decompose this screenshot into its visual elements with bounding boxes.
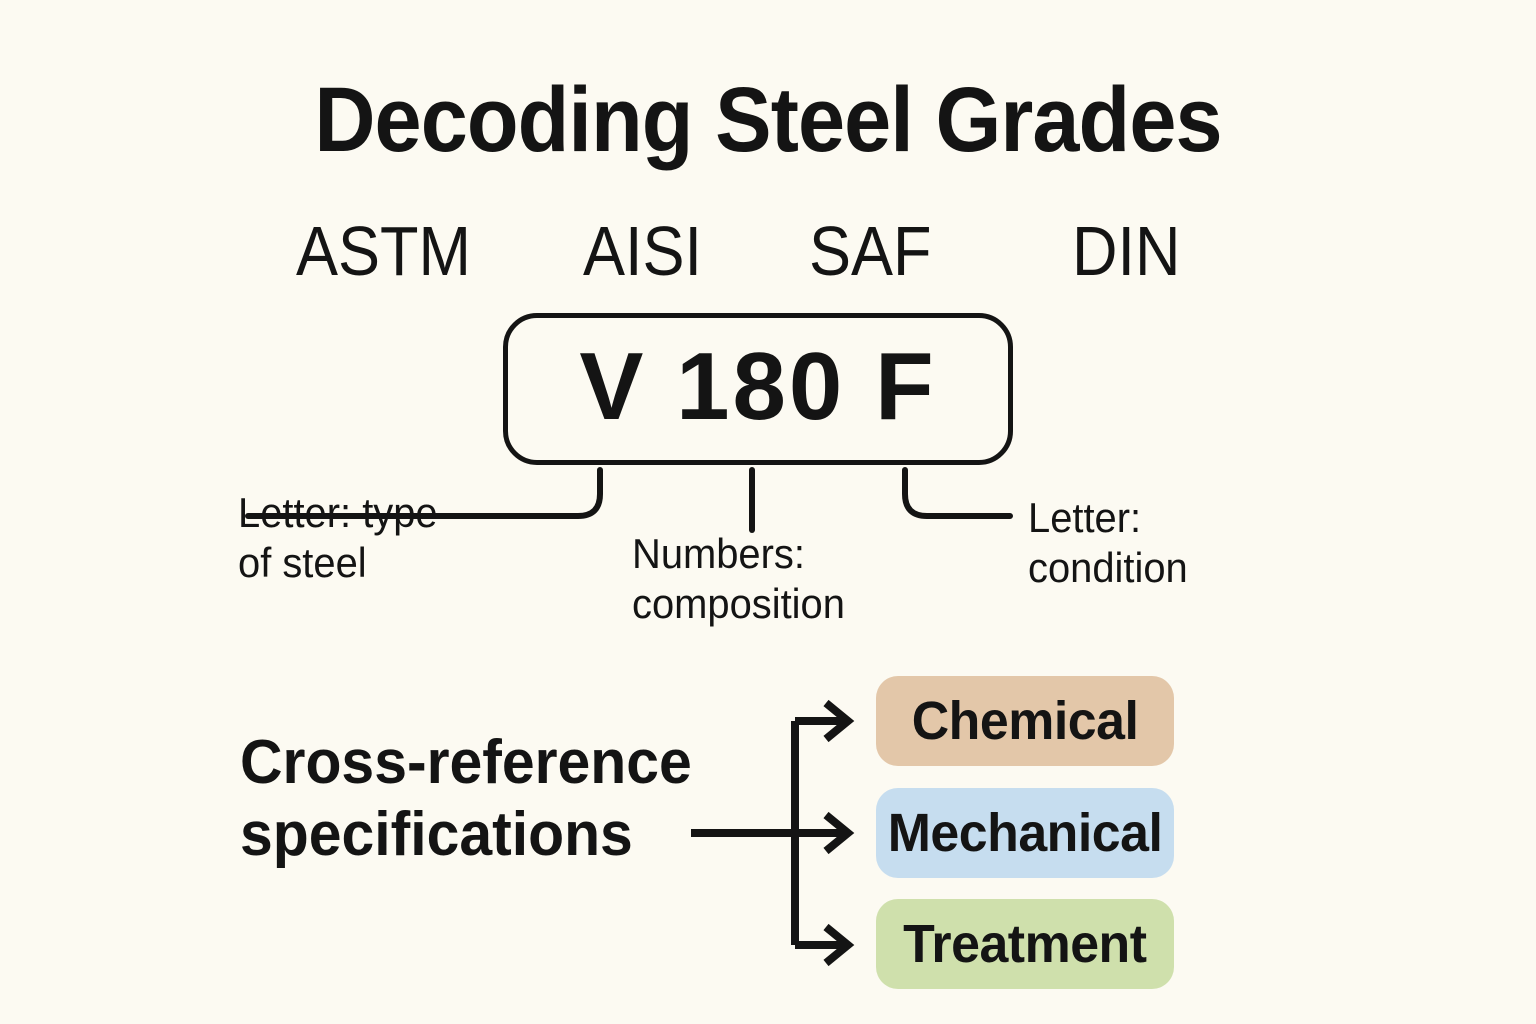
spec-pill-chemical[interactable]: Chemical — [876, 676, 1174, 766]
standard-label-aisi: AISI — [583, 212, 703, 290]
spec-pill-chemical-label: Chemical — [911, 691, 1139, 751]
callout-letter-type-label: Letter: type of steel — [238, 489, 438, 586]
standard-label-saf: SAF — [809, 212, 932, 290]
callout-numbers-composition-label: Numbers: composition — [632, 530, 845, 627]
spec-pill-treatment-label: Treatment — [903, 914, 1147, 974]
standard-label-astm: ASTM — [296, 212, 472, 290]
grade-code-text: V 180 F — [579, 333, 937, 440]
cross-reference-heading: Cross-reference specifications — [240, 728, 692, 869]
spec-pill-mechanical-label: Mechanical — [887, 803, 1163, 863]
page-title: Decoding Steel Grades — [314, 69, 1222, 171]
standard-label-din: DIN — [1072, 212, 1181, 290]
spec-pill-mechanical[interactable]: Mechanical — [876, 788, 1174, 878]
spec-pill-treatment[interactable]: Treatment — [876, 899, 1174, 989]
callout-letter-condition-label: Letter: condition — [1028, 494, 1188, 591]
grade-code-box — [503, 313, 1013, 465]
